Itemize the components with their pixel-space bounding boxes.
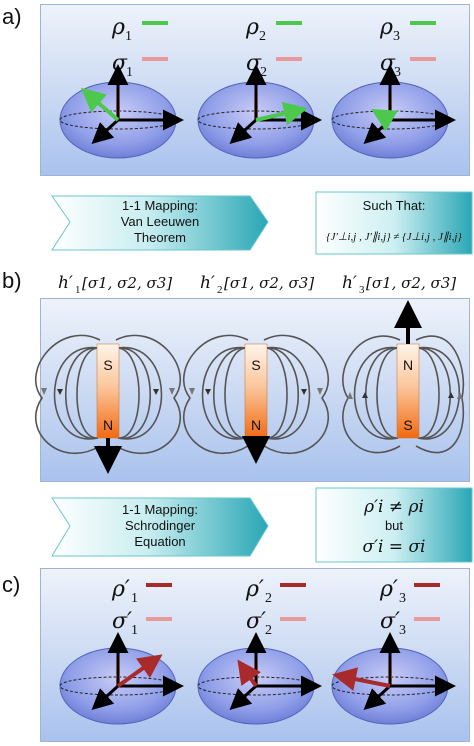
panel-label-b: b) <box>2 268 22 293</box>
axis-y-c2 <box>229 684 258 711</box>
sigma-2-subscript: 2 <box>260 65 267 80</box>
rho-2-symbol: ρ <box>245 15 259 40</box>
axis-y-a1 <box>91 118 120 145</box>
legend-a-3: ρ 3 σ 3 <box>379 15 436 80</box>
mapping-2-line-1: 1-1 Mapping: <box>122 502 198 517</box>
sigma-prime-2-symbol: σ′ <box>246 609 266 634</box>
magnet-3: N S <box>342 300 465 454</box>
but-box-line-2: but <box>385 518 403 533</box>
panel-label-c: c) <box>2 572 21 597</box>
field-lines-1 <box>35 334 181 454</box>
mapping-arrow-2: 1-1 Mapping: Schrodinger Equation <box>51 497 269 557</box>
rho-prime-3-vector <box>332 667 391 691</box>
magnet-3-top-pole: N <box>403 357 413 373</box>
such-that-box: Such That: {J′⊥i,j , J′∥i,j} ≠ {J⊥i,j , … <box>315 191 473 255</box>
magnet-2-bottom-pole: N <box>251 417 261 433</box>
such-that-title: Such That: <box>363 198 426 213</box>
rho-prime-2-symbol: ρ′ <box>245 577 264 602</box>
rho-prime-1-symbol: ρ′ <box>111 577 130 602</box>
legend-a-1: ρ 1 σ 1 <box>111 15 168 80</box>
rho-prime-2-vector <box>237 659 262 688</box>
ellipsoid-c-3 <box>331 632 456 725</box>
mapping-1-line-2: Van Leeuwen <box>121 214 200 229</box>
hamiltonian-2-args: [σ1, σ2, σ3] <box>224 274 314 292</box>
hamiltonian-2: h′ 2 [σ1, σ2, σ3] <box>200 273 314 296</box>
legend-c-1: ρ′ 1 σ′ 1 <box>111 577 172 638</box>
hamiltonian-3-symbol: h′ <box>342 273 357 293</box>
sigma-3-subscript: 3 <box>394 65 401 80</box>
hamiltonian-3-subscript: 3 <box>359 284 365 296</box>
magnet-1: S N <box>35 334 181 474</box>
sigma-prime-3-subscript: 3 <box>399 623 406 638</box>
rho-1-vector <box>80 87 120 122</box>
mapping-1-line-3: Theorem <box>134 230 186 245</box>
ellipsoid-a-2 <box>197 64 322 159</box>
hamiltonian-1-subscript: 1 <box>75 284 81 296</box>
magnet-3-bottom-pole: S <box>403 417 412 433</box>
magnet-1-top-pole: S <box>103 357 112 373</box>
sigma-1-subscript: 1 <box>126 65 133 80</box>
hamiltonian-2-subscript: 2 <box>217 284 223 296</box>
legend-a-2: ρ 2 σ 2 <box>245 15 302 80</box>
mapping-arrow-1: 1-1 Mapping: Van Leeuwen Theorem <box>51 195 269 251</box>
ellipsoid-a-3 <box>331 64 456 159</box>
rho-2-vector <box>255 101 308 126</box>
axis-y-a2 <box>229 118 258 145</box>
rho-prime-3-subscript: 3 <box>399 591 406 606</box>
sigma-prime-2-subscript: 2 <box>265 623 272 638</box>
magnet-1-bottom-pole: N <box>103 417 113 433</box>
hamiltonian-3-args: [σ1, σ2, σ3] <box>366 274 456 292</box>
rho-prime-2-subscript: 2 <box>265 591 272 606</box>
rho-1-symbol: ρ <box>111 15 125 40</box>
ellipsoid-a-1 <box>59 64 184 159</box>
axis-y-c3 <box>363 684 392 711</box>
magnet-2: S N <box>183 334 329 464</box>
sigma-prime-3-symbol: σ′ <box>380 609 400 634</box>
rho-2-subscript: 2 <box>259 29 266 44</box>
legend-c-3: ρ′ 3 σ′ 3 <box>379 577 440 638</box>
panel-label-a: a) <box>2 4 22 29</box>
rho-3-symbol: ρ <box>379 15 393 40</box>
rho-prime-1-vector <box>116 654 163 688</box>
rho-prime-3-symbol: ρ′ <box>379 577 398 602</box>
sigma-prime-1-subscript: 1 <box>131 623 138 638</box>
rho-prime-1-subscript: 1 <box>131 591 138 606</box>
ellipsoid-c-1 <box>59 632 184 725</box>
rho-1-subscript: 1 <box>125 29 132 44</box>
mapping-1-line-1: 1-1 Mapping: <box>122 198 198 213</box>
but-box-line-1: ρ′i ≠ ρi <box>363 497 424 517</box>
mapping-2-line-3: Equation <box>134 534 185 549</box>
rho-3-vector <box>371 108 398 132</box>
axis-y-c1 <box>91 684 120 711</box>
rho-3-subscript: 3 <box>393 29 400 44</box>
hamiltonian-3: h′ 3 [σ1, σ2, σ3] <box>342 273 456 296</box>
but-box: ρ′i ≠ ρi but σ′i = σi <box>315 487 473 563</box>
hamiltonian-1-args: [σ1, σ2, σ3] <box>82 274 172 292</box>
but-box-line-3: σ′i = σi <box>363 537 426 557</box>
ellipsoid-c-2 <box>197 632 322 725</box>
legend-c-2: ρ′ 2 σ′ 2 <box>245 577 306 638</box>
field-lines-2 <box>183 334 329 454</box>
hamiltonian-2-symbol: h′ <box>200 273 215 293</box>
magnet-2-top-pole: S <box>251 357 260 373</box>
such-that-formula: {J′⊥i,j , J′∥i,j} ≠ {J⊥i,j , J∥i,j} <box>326 231 462 243</box>
mapping-2-line-2: Schrodinger <box>125 518 196 533</box>
hamiltonian-1-symbol: h′ <box>58 273 73 293</box>
sigma-prime-1-symbol: σ′ <box>112 609 132 634</box>
hamiltonian-1: h′ 1 [σ1, σ2, σ3] <box>58 273 172 296</box>
